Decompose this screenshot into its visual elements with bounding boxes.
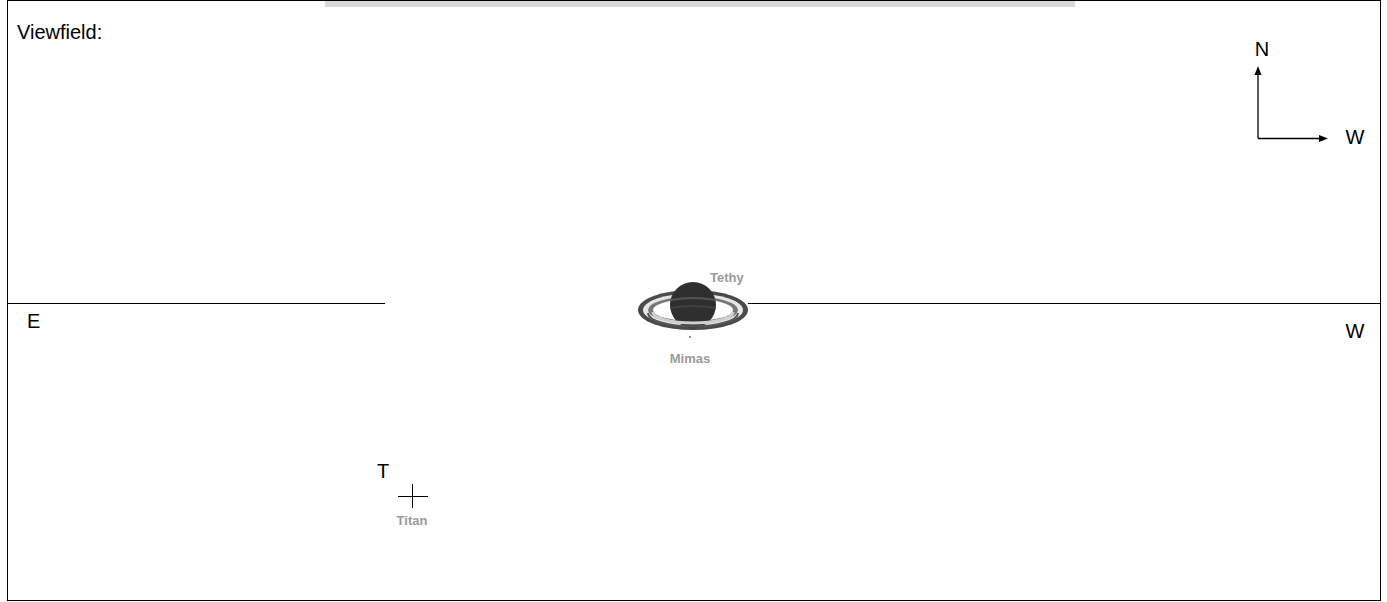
direction-letter: W (1346, 321, 1365, 341)
saturn-figure (638, 282, 748, 338)
viewfield-heading: Viewfield: (17, 22, 102, 42)
moon-name: Tethy (710, 271, 744, 284)
titan-crosshair (398, 484, 428, 508)
viewfield-frame (8, 1, 1381, 601)
compass (1255, 66, 1329, 142)
compass-letter: N (1255, 39, 1269, 59)
moon-name: Titan (397, 514, 428, 527)
compass-letter: W (1346, 127, 1365, 147)
horizon-line (748, 303, 1381, 304)
horizon-line (7, 303, 385, 304)
marker-letter: T (377, 461, 389, 481)
title-bar (325, 0, 1075, 7)
moon-name: Mimas (670, 352, 710, 365)
direction-letter: E (27, 311, 40, 331)
